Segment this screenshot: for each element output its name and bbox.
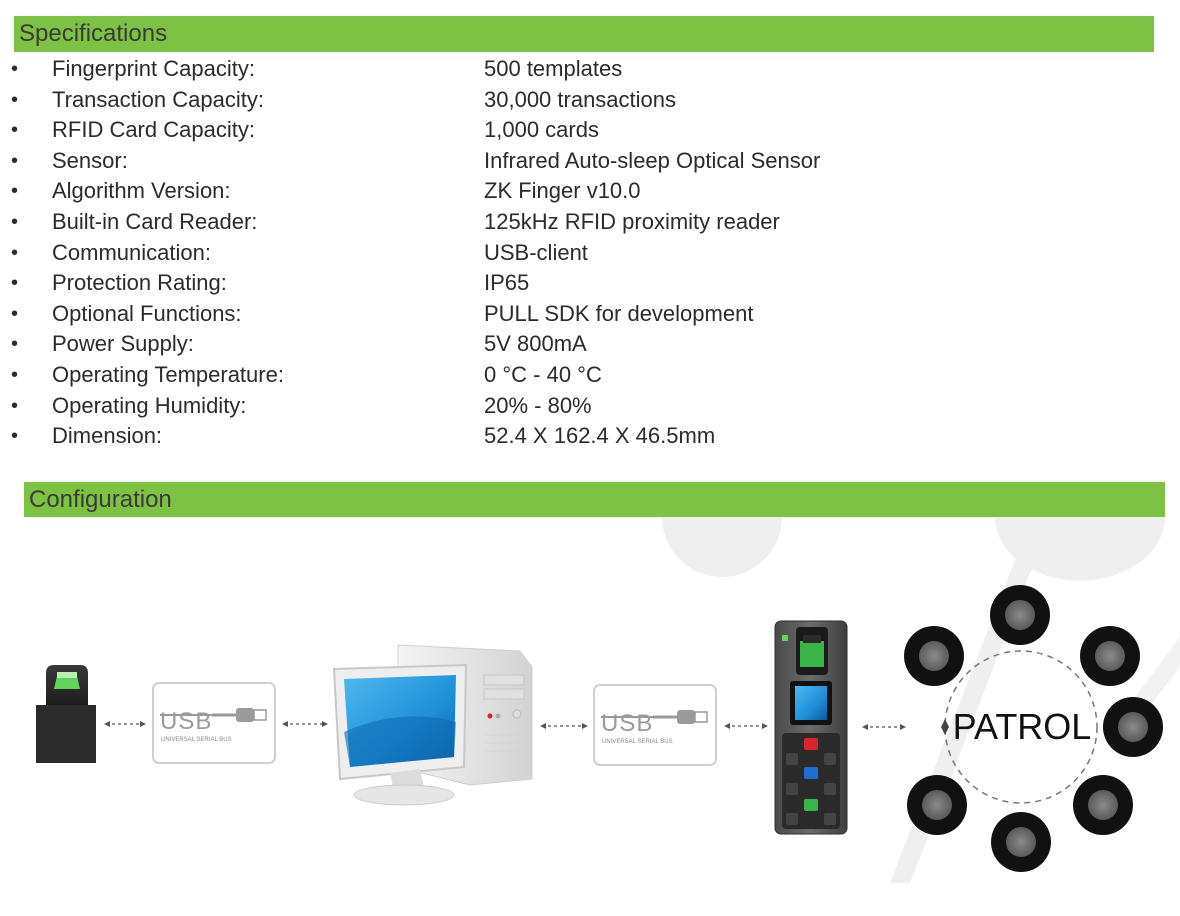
bullet: •: [11, 149, 19, 172]
spec-row: • Operating Humidity: 20% - 80%: [0, 391, 1000, 422]
spec-label: Power Supply:: [52, 331, 194, 357]
configuration-diagram: USB UNIVERSAL SERIAL BUS US: [36, 517, 1180, 883]
usb-caption: UNIVERSAL SERIAL BUS: [602, 739, 673, 745]
spec-value: USB-client: [484, 239, 588, 265]
specifications-header: Specifications: [14, 16, 1154, 52]
bullet: •: [11, 119, 19, 142]
spec-value: 5V 800mA: [484, 331, 587, 357]
fingerprint-scanner-icon: [36, 665, 96, 763]
spec-value: Infrared Auto-sleep Optical Sensor: [484, 147, 821, 173]
spec-label: Optional Functions:: [52, 300, 242, 326]
spec-row: • Algorithm Version: ZK Finger v10.0: [0, 176, 1000, 207]
bullet: •: [11, 363, 19, 386]
patrol-marker: [1103, 697, 1163, 757]
spec-row: • Optional Functions: PULL SDK for develop…: [0, 299, 1000, 330]
spec-value: 52.4 X 162.4 X 46.5mm: [484, 423, 716, 449]
arrow-connector: [104, 721, 146, 727]
spec-label: Fingerprint Capacity:: [52, 56, 255, 81]
arrow-connector: [540, 723, 588, 729]
usb-cable-icon: USB UNIVERSAL SERIAL BUS: [593, 684, 717, 766]
spec-value: 125kHz RFID proximity reader: [484, 208, 780, 234]
spec-row: • Dimension: 52.4 X 162.4 X 46.5mm: [0, 421, 1000, 452]
fingerprint-terminal-icon: [774, 620, 848, 835]
spec-value: 1,000 cards: [484, 117, 599, 143]
spec-label: Dimension:: [52, 423, 163, 449]
spec-label: Algorithm Version:: [52, 178, 231, 204]
patrol-marker: [1080, 626, 1140, 686]
bullet: •: [11, 425, 19, 448]
spec-row: • Communication: USB-client: [0, 238, 1000, 269]
spec-row: • Operating Temperature: 0 °C - 40 °C: [0, 360, 1000, 391]
bullet: •: [11, 394, 19, 417]
bullet: •: [11, 302, 19, 325]
patrol-marker: [991, 812, 1051, 872]
patrol-label: PATROL: [953, 706, 1092, 747]
bullet: •: [11, 333, 19, 356]
patrol-marker: [990, 585, 1050, 645]
spec-label: Communication:: [52, 239, 211, 265]
usb-caption: UNIVERSAL SERIAL BUS: [161, 737, 232, 743]
specifications-list: • Fingerprint Capacity: 500 templates • Tra…: [0, 54, 1000, 452]
bullet: •: [11, 210, 19, 233]
spec-label: Built-in Card Reader:: [52, 208, 258, 234]
spec-label: Sensor:: [52, 147, 128, 173]
bullet: •: [11, 241, 19, 264]
bullet: •: [11, 272, 19, 295]
arrow-connector: [282, 721, 328, 727]
spec-row: • RFID Card Capacity: 1,000 cards: [0, 115, 1000, 146]
spec-row: • Power Supply: 5V 800mA: [0, 329, 1000, 360]
spec-value: 20% - 80%: [484, 392, 592, 418]
spec-row: • Transaction Capacity: 30,000 transaction…: [0, 85, 1000, 116]
configuration-header: Configuration: [24, 482, 1165, 517]
spec-row: • Fingerprint Capacity: 500 templates: [0, 54, 1000, 85]
bullet: •: [11, 180, 19, 203]
patrol-checkpoint-icon: PATROL: [904, 585, 1163, 872]
desktop-computer-icon: [332, 644, 533, 806]
spec-label: Transaction Capacity:: [52, 86, 264, 112]
arrow-connector: [724, 723, 768, 729]
patrol-marker: [1073, 775, 1133, 835]
spec-label: Operating Humidity:: [52, 392, 247, 418]
arrow-connector: [862, 724, 906, 730]
usb-logo-text: USB: [601, 710, 653, 737]
spec-label: Operating Temperature:: [52, 361, 284, 387]
patrol-marker: [907, 775, 967, 835]
spec-label: RFID Card Capacity:: [52, 117, 255, 143]
spec-row: • Protection Rating: IP65: [0, 268, 1000, 299]
spec-label: Protection Rating:: [52, 270, 227, 296]
spec-row: • Built-in Card Reader: 125kHz RFID proxim…: [0, 207, 1000, 238]
usb-logo-text: USB: [160, 708, 212, 735]
spec-value: 500 templates: [484, 56, 623, 81]
spec-row: • Sensor: Infrared Auto-sleep Optical Sens…: [0, 146, 1000, 177]
spec-value: ZK Finger v10.0: [484, 178, 641, 204]
bullet: •: [11, 58, 19, 80]
patrol-marker: [904, 626, 964, 686]
spec-value: 30,000 transactions: [484, 86, 677, 112]
bullet: •: [11, 88, 19, 111]
spec-value: 0 °C - 40 °C: [484, 361, 602, 387]
spec-value: PULL SDK for development: [484, 300, 754, 326]
spec-value: IP65: [484, 270, 530, 296]
usb-cable-icon: USB UNIVERSAL SERIAL BUS: [152, 682, 276, 764]
